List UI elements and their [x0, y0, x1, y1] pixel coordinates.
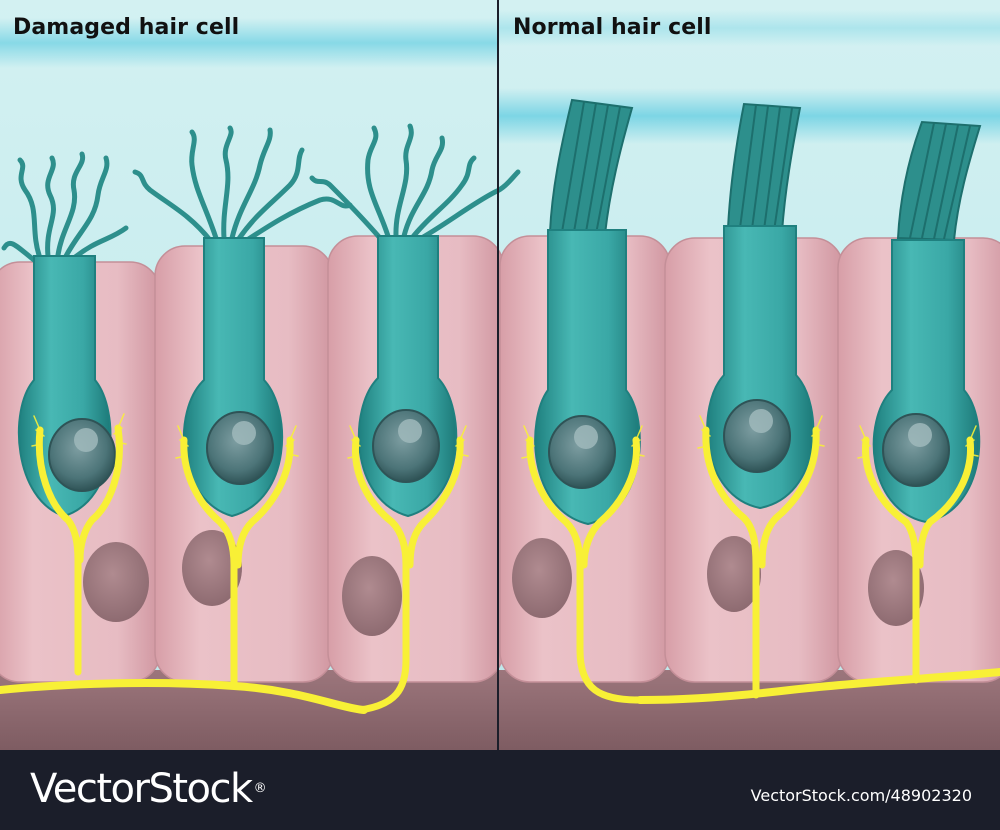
damaged-panel-title: Damaged hair cell: [13, 15, 239, 40]
image-credit: VectorStock.com/48902320: [751, 786, 972, 805]
support-nucleus: [83, 542, 149, 622]
support-nucleus: [342, 556, 402, 636]
normal-panel-title: Normal hair cell: [513, 15, 712, 40]
vectorstock-logo[interactable]: VectorStock®: [30, 765, 267, 813]
support-nucleus: [512, 538, 572, 618]
footer-bar: VectorStock® VectorStock.com/48902320: [0, 750, 1000, 830]
logo-text: VectorStock: [30, 766, 252, 812]
supporting-cells: [0, 236, 1000, 682]
registered-mark: ®: [254, 781, 267, 796]
hair-cell-illustration: [0, 0, 1000, 750]
